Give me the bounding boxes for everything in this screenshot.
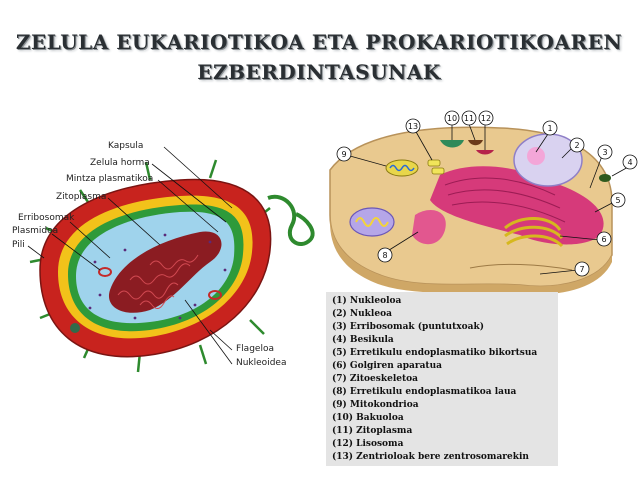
marker-10: 10 — [447, 114, 457, 123]
prokaryote-leader-lines — [27, 146, 233, 365]
cytoskeleton — [469, 263, 573, 271]
label-plasmidoa: Plasmidoa — [12, 226, 59, 236]
marker-5: 5 — [615, 196, 620, 205]
eukaryote-leader-lines — [349, 123, 631, 275]
vacuole — [440, 140, 464, 148]
legend-item: (6) Golgiren aparatua — [332, 361, 442, 371]
marker-1: 1 — [547, 124, 552, 133]
eukaryote-number-markers — [336, 110, 638, 277]
ribosomes — [88, 233, 227, 320]
nucleolus — [527, 147, 545, 165]
legend-item: (9) Mitokondrioa — [332, 400, 419, 410]
nucleoid — [108, 231, 222, 313]
eukaryote-diagram: 1 2 3 4 5 6 7 8 9 10 11 12 13 — [329, 110, 638, 295]
legend-item: (10) Bakuoloa — [332, 413, 404, 423]
marker-8: 8 — [382, 251, 387, 260]
label-zelula-horma: Zelula horma — [90, 158, 150, 168]
marker-9: 9 — [341, 150, 346, 159]
legend-item: (12) Lisosoma — [332, 439, 404, 449]
label-pili: Pili — [12, 240, 25, 250]
centrioles — [427, 159, 445, 175]
label-nukleoidea: Nukleoidea — [236, 358, 287, 368]
mitochondrion — [349, 207, 395, 237]
marker-12: 12 — [481, 114, 491, 123]
marker-2: 2 — [574, 141, 579, 150]
organelle-legend: (1) Nukleoloa (2) Nukleoa (3) Erribosoma… — [326, 292, 558, 466]
legend-item: (8) Erretikulu endoplasmatikoa laua — [332, 387, 517, 397]
rough-er-folds — [444, 177, 566, 223]
label-zitoplasma: Zitoplasma — [56, 192, 107, 202]
flagellum — [267, 194, 315, 246]
smooth-er — [412, 210, 446, 245]
vesicle — [599, 174, 611, 182]
marker-7: 7 — [579, 265, 584, 274]
marker-11: 11 — [464, 114, 474, 123]
euk-cell-cut-face — [330, 215, 612, 295]
legend-item: (7) Zitoeskeletoa — [332, 374, 418, 384]
lysosome — [476, 150, 494, 155]
marker-4: 4 — [627, 158, 632, 167]
marker-3: 3 — [602, 148, 607, 157]
granule — [70, 323, 80, 333]
label-flageloa: Flageloa — [236, 344, 274, 354]
legend-item: (5) Erretikulu endoplasmatiko bikortsua — [332, 348, 538, 358]
mitochondrion-2 — [385, 159, 419, 177]
legend-item: (3) Erribosomak (puntutxoak) — [332, 322, 484, 332]
nucleoid-dna — [117, 254, 199, 309]
title-line-2: EZBERDINTASUNAK — [197, 60, 441, 84]
marker-6: 6 — [601, 235, 606, 244]
title-line-1: ZELULA EUKARIOTIKOA ETA PROKARIOTIKOAREN — [15, 30, 623, 54]
golgi — [504, 217, 564, 248]
prokaryote-diagram — [27, 146, 315, 373]
label-erribosomak: Erribosomak — [18, 213, 75, 223]
legend-item: (2) Nukleoa — [332, 309, 392, 319]
legend-item: (11) Zitoplasma — [332, 426, 413, 436]
legend-item: (4) Besikula — [332, 335, 394, 345]
label-mintza-plasmatikoa: Mintza plasmatikoa — [66, 174, 154, 184]
plasmid — [98, 267, 222, 300]
label-kapsula: Kapsula — [108, 141, 144, 151]
cytoplasm-marker — [468, 140, 483, 146]
legend-item: (1) Nukleoloa — [332, 296, 402, 306]
marker-13: 13 — [408, 122, 418, 131]
legend-item: (13) Zentrioloak bere zentrosomarekin — [332, 452, 529, 462]
